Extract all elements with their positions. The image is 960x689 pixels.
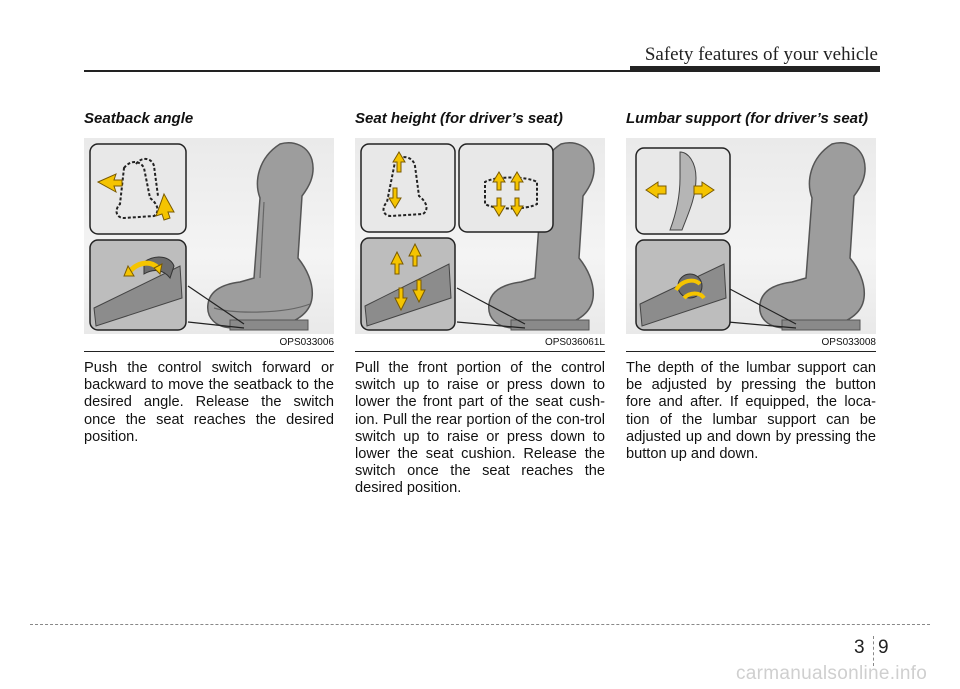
seat-icon (360, 142, 595, 331)
chapter-number: 3 (854, 637, 865, 658)
header-rule-thick (630, 66, 880, 72)
header-title: Safety features of your vehicle (644, 44, 878, 65)
figure-code: OPS036061L (355, 336, 605, 352)
watermark: carmanualsonline.info (736, 663, 928, 684)
header-rule (84, 70, 880, 72)
seat-icon (89, 142, 314, 331)
figure-seat-height (355, 138, 605, 334)
section-lumbar-support: Lumbar support (for driver’s seat) OPS03… (626, 108, 876, 463)
seat-icon (635, 142, 866, 331)
arrow-icon (645, 181, 667, 199)
page-number-separator (873, 636, 874, 666)
page-number: 9 (878, 637, 889, 658)
figure-lumbar-support (626, 138, 876, 334)
section-body: Push the control switch forward or backw… (84, 360, 334, 445)
section-title: Lumbar support (for driver’s seat) (626, 110, 868, 127)
section-title: Seat height (for driver’s seat) (355, 110, 563, 127)
figure-seatback-angle (84, 138, 334, 334)
section-body: Pull the front portion of the control sw… (355, 360, 605, 497)
section-title: Seatback angle (84, 110, 194, 127)
arrow-icon (390, 250, 404, 275)
figure-code: OPS033006 (84, 336, 334, 352)
arrow-icon (96, 173, 123, 194)
footer-rule (30, 624, 930, 625)
section-body: The depth of the lumbar support can be a… (626, 360, 876, 463)
section-seatback-angle: Seatback angle OPS033006 Push the contro (84, 108, 334, 446)
figure-code: OPS033008 (626, 336, 876, 352)
section-seat-height: Seat height (for driver’s seat) (355, 108, 605, 498)
